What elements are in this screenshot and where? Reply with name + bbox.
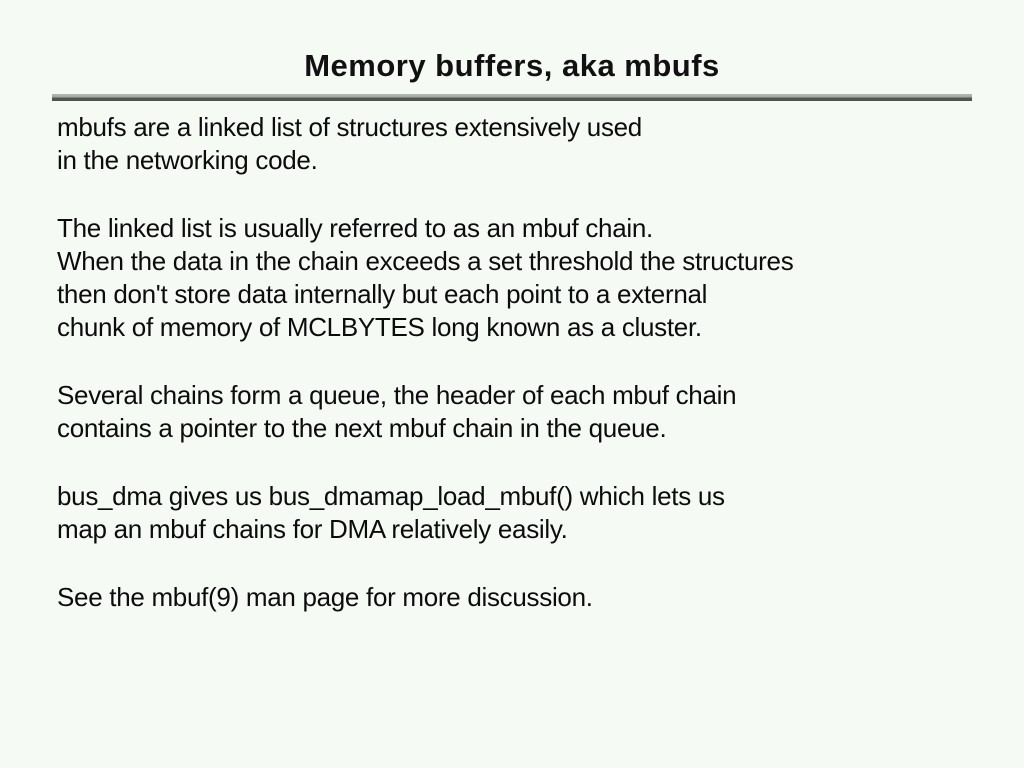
text-line: Several chains form a queue, the header …: [57, 380, 737, 410]
paragraph-busdma: bus_dma gives us bus_dmamap_load_mbuf() …: [57, 480, 984, 546]
text-line: mbufs are a linked list of structures ex…: [57, 112, 642, 142]
slide-body: mbufs are a linked list of structures ex…: [0, 101, 1024, 614]
text-line: chunk of memory of MCLBYTES long known a…: [57, 312, 702, 342]
text-line: bus_dma gives us bus_dmamap_load_mbuf() …: [57, 481, 725, 511]
text-line: contains a pointer to the next mbuf chai…: [57, 413, 667, 443]
paragraph-chain: The linked list is usually referred to a…: [57, 212, 984, 344]
text-line: When the data in the chain exceeds a set…: [57, 246, 794, 276]
paragraph-queue: Several chains form a queue, the header …: [57, 379, 984, 445]
text-line: The linked list is usually referred to a…: [57, 213, 653, 243]
text-line: then don't store data internally but eac…: [57, 279, 708, 309]
title-divider: [52, 94, 972, 101]
paragraph-manpage: See the mbuf(9) man page for more discus…: [57, 581, 984, 614]
paragraph-intro: mbufs are a linked list of structures ex…: [57, 111, 984, 177]
slide-title: Memory buffers, aka mbufs: [304, 48, 720, 83]
text-line: map an mbuf chains for DMA relatively ea…: [57, 514, 568, 544]
text-line: See the mbuf(9) man page for more discus…: [57, 582, 593, 612]
text-line: in the networking code.: [57, 145, 318, 175]
